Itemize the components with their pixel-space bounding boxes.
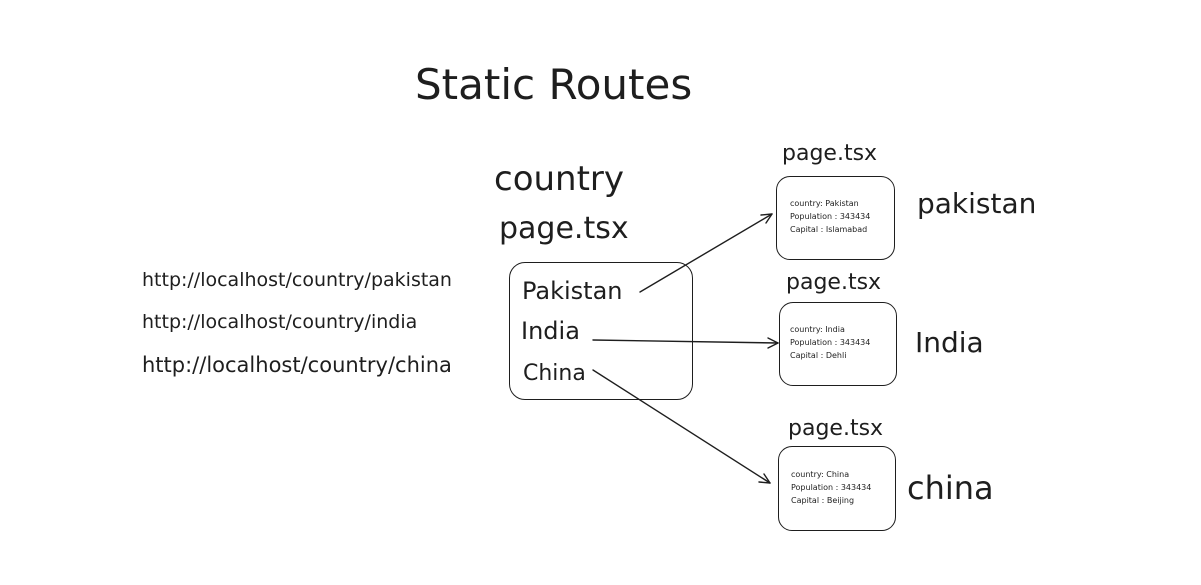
country-item-china: China bbox=[523, 361, 586, 386]
folder-page-file: page.tsx bbox=[499, 211, 629, 246]
diagram-title: Static Routes bbox=[415, 60, 693, 109]
route-label-pakistan: pakistan bbox=[917, 187, 1037, 220]
child-page-file-india: page.tsx bbox=[786, 270, 882, 295]
child-page-box-china bbox=[778, 446, 896, 531]
url-china: http://localhost/country/china bbox=[142, 353, 452, 377]
child-info-china: country: China Population : 343434 Capit… bbox=[791, 468, 871, 507]
info-population: Population : 343434 bbox=[790, 212, 871, 221]
child-info-pakistan: country: Pakistan Population : 343434 Ca… bbox=[790, 197, 870, 236]
info-country: country: China bbox=[791, 470, 850, 479]
info-capital: Capital : Dehli bbox=[790, 351, 847, 360]
child-page-box-pakistan bbox=[776, 176, 895, 260]
folder-name: country bbox=[494, 159, 625, 199]
country-item-pakistan: Pakistan bbox=[522, 277, 623, 305]
url-india: http://localhost/country/india bbox=[142, 311, 418, 333]
arrow-to-china bbox=[592, 369, 771, 484]
info-country: country: India bbox=[790, 325, 845, 334]
route-label-china: china bbox=[907, 469, 994, 507]
info-capital: Capital : Beijing bbox=[791, 496, 855, 505]
arrow-to-india bbox=[592, 337, 779, 349]
url-pakistan: http://localhost/country/pakistan bbox=[142, 269, 452, 291]
child-page-file-china: page.tsx bbox=[788, 416, 884, 441]
route-label-india: India bbox=[915, 326, 984, 359]
child-page-box-india bbox=[779, 302, 897, 386]
arrow-to-pakistan bbox=[639, 213, 773, 293]
country-list-box bbox=[509, 262, 693, 400]
country-item-india: India bbox=[521, 317, 580, 345]
info-population: Population : 343434 bbox=[790, 338, 871, 347]
child-page-file-pakistan: page.tsx bbox=[782, 141, 878, 166]
info-capital: Capital : Islamabad bbox=[790, 225, 868, 234]
info-population: Population : 343434 bbox=[791, 483, 872, 492]
child-info-india: country: India Population : 343434 Capit… bbox=[790, 323, 870, 362]
info-country: country: Pakistan bbox=[790, 199, 859, 208]
